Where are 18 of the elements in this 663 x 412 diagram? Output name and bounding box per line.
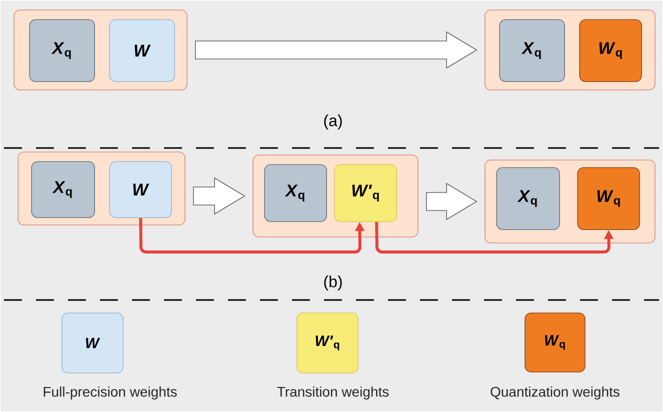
activation-box: X$_{q}$ — [31, 161, 95, 218]
block-arrow — [195, 31, 478, 69]
legend-caption: Transition weights — [277, 386, 389, 400]
legend-caption: Full-precision weights — [44, 386, 177, 400]
weight-box: W′$_{q}$ — [334, 164, 397, 222]
legend-caption: Quantization weights — [490, 386, 620, 400]
weight-box: W$_{q}$ — [577, 167, 640, 230]
panel-label: (a) — [324, 114, 342, 130]
activation-box: X$_{q}$ — [499, 19, 565, 82]
block-arrow — [193, 177, 246, 215]
weight-box: W$_{q}$ — [579, 19, 642, 82]
panel-label: (b) — [324, 276, 342, 290]
block-arrow — [426, 182, 478, 220]
weight-box: W — [109, 161, 172, 218]
weight-box: W — [109, 19, 175, 82]
activation-box: X$_{q}$ — [29, 19, 95, 82]
activation-box: X$_{q}$ — [496, 167, 560, 230]
activation-box: X$_{q}$ — [264, 164, 327, 222]
